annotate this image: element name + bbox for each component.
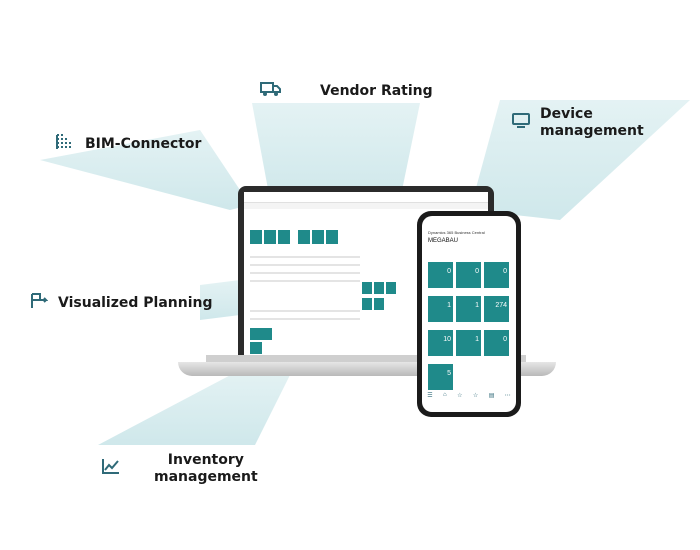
home-icon[interactable]: ⌂ [443,392,447,398]
laptop-header [244,192,488,203]
ray-device [470,100,690,220]
phone-tile[interactable]: 1 [428,296,453,322]
laptop-tile [374,298,384,310]
laptop-tile [326,230,338,244]
phone-screen: Dynamics 365 Business Central MEGABAU 0 … [422,216,516,412]
phone-app-title: Dynamics 365 Business Central [428,230,485,235]
laptop-row [250,256,360,258]
laptop-tile [264,230,276,244]
phone-tile[interactable]: 0 [428,262,453,288]
ray-bim [40,130,250,210]
phone-tile[interactable]: 0 [456,262,481,288]
phone-bottom-bar: ☰ ⌂ ☆ ☆ ▤ ⋯ [422,388,516,402]
laptop-tile [312,230,324,244]
phone-tile[interactable]: 274 [484,296,509,322]
laptop-tile [278,230,290,244]
laptop-tile [362,282,372,294]
chart-line-icon [102,458,120,478]
feature-label: BIM-Connector [85,135,202,152]
feature-label: Inventory management [154,452,258,486]
phone-company: MEGABAU [428,238,459,244]
laptop-row [250,310,360,312]
feature-device-management: Device management [512,106,700,140]
laptop-row [250,318,360,320]
tile-value: 1 [475,302,479,309]
star-icon[interactable]: ☆ [457,392,463,399]
laptop-tile [362,298,372,310]
phone-tile[interactable]: 0 [484,330,509,356]
tile-value: 0 [447,268,451,275]
phone-tile[interactable]: 0 [484,262,509,288]
bim-icon [55,133,75,155]
feature-label: Device management [540,106,644,139]
feature-vendor-rating: Vendor Rating [260,80,433,102]
feature-label: Visualized Planning [58,294,213,311]
laptop-row [250,272,360,274]
laptop-tile [374,282,384,294]
laptop-tile [386,282,396,294]
more-icon[interactable]: ⋯ [504,392,511,399]
tile-value: 10 [443,336,451,343]
feature-label: Vendor Rating [320,82,433,99]
laptop-tile [298,230,310,244]
ray-vendor [252,103,420,200]
feature-label-line2: management [154,468,258,485]
tile-value: 0 [503,336,507,343]
laptop-row [250,280,360,282]
laptop-tile [250,230,262,244]
feature-bim-connector: BIM-Connector [55,133,201,155]
truck-icon [260,80,282,102]
ray-inventory [98,370,290,445]
laptop-keyboard [206,355,526,363]
phone-tile[interactable]: 10 [428,330,453,356]
planning-icon [30,292,49,314]
tile-value: 274 [495,302,507,309]
laptop-row [250,264,360,266]
document-icon[interactable]: ▤ [488,392,495,399]
tile-value: 1 [475,336,479,343]
feature-inventory-management: Inventory management [102,452,258,486]
feature-visualized-planning: Visualized Planning [30,292,213,314]
laptop-tile [250,342,262,354]
star-icon[interactable]: ☆ [472,392,479,399]
tile-value: 1 [447,302,451,309]
phone: Dynamics 365 Business Central MEGABAU 0 … [417,211,521,417]
tile-value: 0 [475,268,479,275]
menu-icon[interactable]: ☰ [427,392,433,399]
tile-value: 5 [447,370,451,377]
tile-value: 0 [503,268,507,275]
feature-label-line1: Inventory [167,452,244,468]
laptop-tile [250,328,272,340]
phone-tile[interactable]: 5 [428,364,453,390]
phone-tile[interactable]: 1 [456,296,481,322]
ray-planning [200,280,240,320]
monitor-icon [512,112,530,134]
laptop-nav [244,203,488,209]
phone-tile[interactable]: 1 [456,330,481,356]
